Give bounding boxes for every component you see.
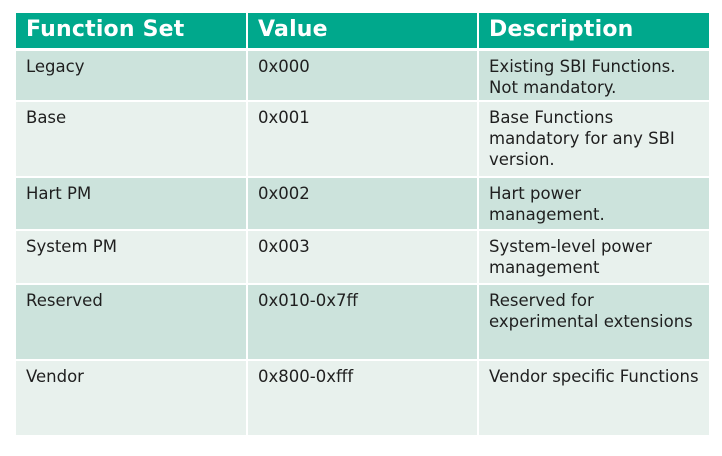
cell-function-set: Reserved: [16, 284, 248, 361]
table-row: Reserved 0x010-0x7ff Reserved for experi…: [16, 284, 709, 361]
cell-description: Hart power management.: [478, 177, 709, 231]
cell-description: Reserved for experimental extensions: [478, 284, 709, 361]
cell-function-set: Legacy: [16, 49, 248, 102]
cell-description: Existing SBI Functions. Not mandatory.: [478, 49, 709, 102]
header-function-set: Function Set: [16, 13, 248, 51]
cell-description: Base Functions mandatory for any SBI ver…: [478, 101, 709, 178]
table-header-row: Function Set Value Description: [16, 13, 709, 51]
cell-function-set: Vendor: [16, 360, 248, 437]
cell-value: 0x010-0x7ff: [247, 284, 479, 361]
cell-function-set: System PM: [16, 230, 248, 285]
table-row: Base 0x001 Base Functions mandatory for …: [16, 101, 709, 178]
header-value: Value: [247, 13, 479, 51]
cell-value: 0x800-0xfff: [247, 360, 479, 437]
table-row: Vendor 0x800-0xfff Vendor specific Funct…: [16, 360, 709, 437]
cell-description: Vendor specific Functions: [478, 360, 709, 437]
table-row: System PM 0x003 System-level power manag…: [16, 230, 709, 285]
function-set-table: Function Set Value Description Legacy 0x…: [16, 13, 709, 437]
table-row: Legacy 0x000 Existing SBI Functions. Not…: [16, 49, 709, 102]
header-description: Description: [478, 13, 709, 51]
cell-value: 0x001: [247, 101, 479, 178]
cell-function-set: Base: [16, 101, 248, 178]
table-row: Hart PM 0x002 Hart power management.: [16, 177, 709, 231]
cell-value: 0x000: [247, 49, 479, 102]
function-set-table-container: Function Set Value Description Legacy 0x…: [16, 13, 709, 437]
cell-value: 0x003: [247, 230, 479, 285]
cell-description: System-level power management: [478, 230, 709, 285]
cell-value: 0x002: [247, 177, 479, 231]
cell-function-set: Hart PM: [16, 177, 248, 231]
